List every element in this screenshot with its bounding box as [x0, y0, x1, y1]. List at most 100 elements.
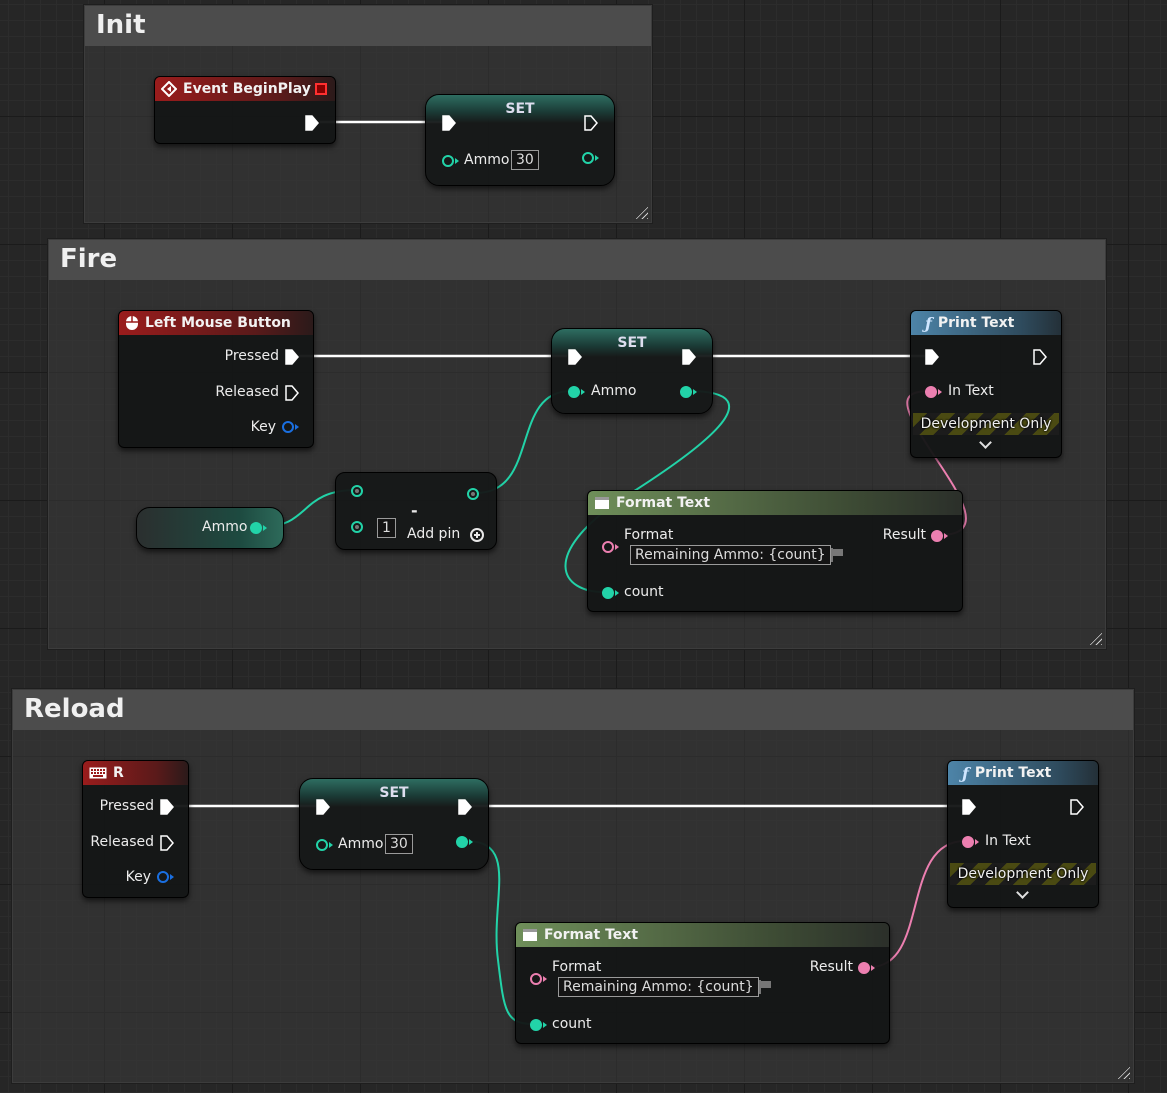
node-header: R [83, 761, 188, 785]
format-text-icon [595, 497, 609, 509]
set-ammo-node[interactable]: SET Ammo 30 [299, 778, 489, 870]
count-in-pin[interactable] [530, 1019, 542, 1031]
pin-arrow-icon [615, 544, 619, 550]
key-out-pin[interactable] [157, 871, 169, 883]
delegate-pin-icon[interactable] [315, 83, 327, 95]
chevron-down-icon[interactable] [1016, 886, 1029, 899]
ammo-label: Ammo [464, 152, 510, 168]
node-title: Format Text [616, 495, 711, 511]
comment-title-init[interactable]: Init [85, 6, 651, 46]
node-title: Left Mouse Button [145, 315, 291, 331]
format-value-field[interactable]: Remaining Ammo: {count} [630, 545, 831, 565]
exec-out-pin[interactable] [584, 115, 598, 131]
exec-in-pin[interactable] [925, 349, 939, 365]
resize-handle-icon[interactable] [634, 205, 648, 219]
pin-arrow-icon [295, 424, 299, 430]
subtract-node[interactable]: - 1 Add pin [335, 472, 497, 550]
result-out-pin[interactable] [858, 962, 870, 974]
diamond-event-icon [161, 81, 177, 97]
in-text-pin[interactable] [925, 386, 937, 398]
pressed-exec-pin[interactable] [285, 349, 299, 365]
pin-arrow-icon [944, 533, 948, 539]
pin-arrow-icon [329, 842, 333, 848]
ammo-in-pin[interactable] [316, 839, 328, 851]
format-value-field[interactable]: Remaining Ammo: {count} [558, 977, 759, 997]
count-label: count [552, 1016, 592, 1032]
pressed-exec-pin[interactable] [160, 799, 174, 815]
format-in-pin[interactable] [530, 973, 542, 985]
ammo-getter-label: Ammo [202, 519, 248, 535]
result-out-pin[interactable] [931, 530, 943, 542]
node-header: Left Mouse Button [119, 311, 313, 335]
exec-out-pin[interactable] [682, 349, 696, 365]
pin-arrow-icon [693, 389, 697, 395]
localization-flag-icon[interactable] [758, 979, 772, 995]
key-label: Key [250, 419, 276, 435]
set-ammo-node[interactable]: SET Ammo 30 [425, 94, 615, 186]
ammo-getter-node[interactable]: Ammo [136, 507, 284, 549]
set-ammo-node[interactable]: SET Ammo [551, 328, 713, 414]
node-header: ƒ Print Text [911, 311, 1061, 335]
pin-arrow-icon [170, 874, 174, 880]
a-in-pin[interactable] [351, 485, 363, 497]
exec-in-pin[interactable] [316, 799, 330, 815]
node-title: Print Text [974, 765, 1052, 781]
pin-arrow-icon [263, 525, 267, 531]
b-in-pin[interactable] [351, 521, 363, 533]
exec-in-pin[interactable] [568, 349, 582, 365]
ammo-in-pin[interactable] [568, 386, 580, 398]
subtract-symbol: - [411, 501, 418, 520]
b-value-field[interactable]: 1 [377, 518, 396, 538]
format-text-node[interactable]: Format Text Format Remaining Ammo: {coun… [515, 922, 890, 1044]
pressed-label: Pressed [224, 348, 279, 364]
exec-out-pin[interactable] [305, 115, 319, 131]
ammo-out-pin[interactable] [250, 522, 262, 534]
node-title: Print Text [937, 315, 1015, 331]
left-mouse-button-node[interactable]: Left Mouse Button Pressed Released Key [118, 310, 314, 448]
comment-title-reload[interactable]: Reload [13, 690, 1133, 730]
ammo-value-field[interactable]: 30 [385, 834, 413, 854]
exec-out-pin[interactable] [1033, 349, 1047, 365]
format-label: Format [552, 959, 602, 975]
released-exec-pin[interactable] [160, 835, 174, 851]
format-text-node[interactable]: Format Text Format Remaining Ammo: {coun… [587, 490, 963, 612]
event-beginplay-node[interactable]: Event BeginPlay [154, 76, 336, 144]
node-header: Event BeginPlay [155, 77, 335, 101]
print-text-node[interactable]: ƒ Print Text In Text Development Only [947, 760, 1099, 908]
ammo-in-pin[interactable] [442, 155, 454, 167]
exec-in-pin[interactable] [962, 799, 976, 815]
ammo-out-pin[interactable] [582, 152, 594, 164]
released-exec-pin[interactable] [285, 385, 299, 401]
key-out-pin[interactable] [282, 421, 294, 433]
ammo-out-pin[interactable] [680, 386, 692, 398]
add-pin-label[interactable]: Add pin [407, 526, 461, 542]
result-label: Result [882, 527, 926, 543]
in-text-label: In Text [948, 383, 994, 399]
chevron-down-icon[interactable] [979, 436, 992, 449]
exec-out-pin[interactable] [458, 799, 472, 815]
ammo-label: Ammo [338, 836, 384, 852]
result-out-pin[interactable] [467, 488, 479, 500]
r-key-event-node[interactable]: R Pressed Released Key [82, 760, 189, 898]
resize-handle-icon[interactable] [1088, 631, 1102, 645]
keyboard-icon [89, 767, 107, 779]
comment-title-fire[interactable]: Fire [49, 240, 1105, 280]
exec-out-pin[interactable] [1070, 799, 1084, 815]
pin-arrow-icon [455, 158, 459, 164]
pin-arrow-icon [938, 389, 942, 395]
key-label: Key [125, 869, 151, 885]
localization-flag-icon[interactable] [830, 547, 844, 563]
ammo-out-pin[interactable] [456, 836, 468, 848]
exec-in-pin[interactable] [442, 115, 456, 131]
released-label: Released [90, 834, 154, 850]
released-label: Released [215, 384, 279, 400]
ammo-value-field[interactable]: 30 [511, 150, 539, 170]
format-in-pin[interactable] [602, 541, 614, 553]
add-pin-icon[interactable] [470, 528, 484, 542]
print-text-node[interactable]: ƒ Print Text In Text Development Only [910, 310, 1062, 458]
resize-handle-icon[interactable] [1116, 1065, 1130, 1079]
function-icon: ƒ [962, 763, 969, 783]
mouse-icon [126, 316, 138, 330]
count-in-pin[interactable] [602, 587, 614, 599]
in-text-pin[interactable] [962, 836, 974, 848]
